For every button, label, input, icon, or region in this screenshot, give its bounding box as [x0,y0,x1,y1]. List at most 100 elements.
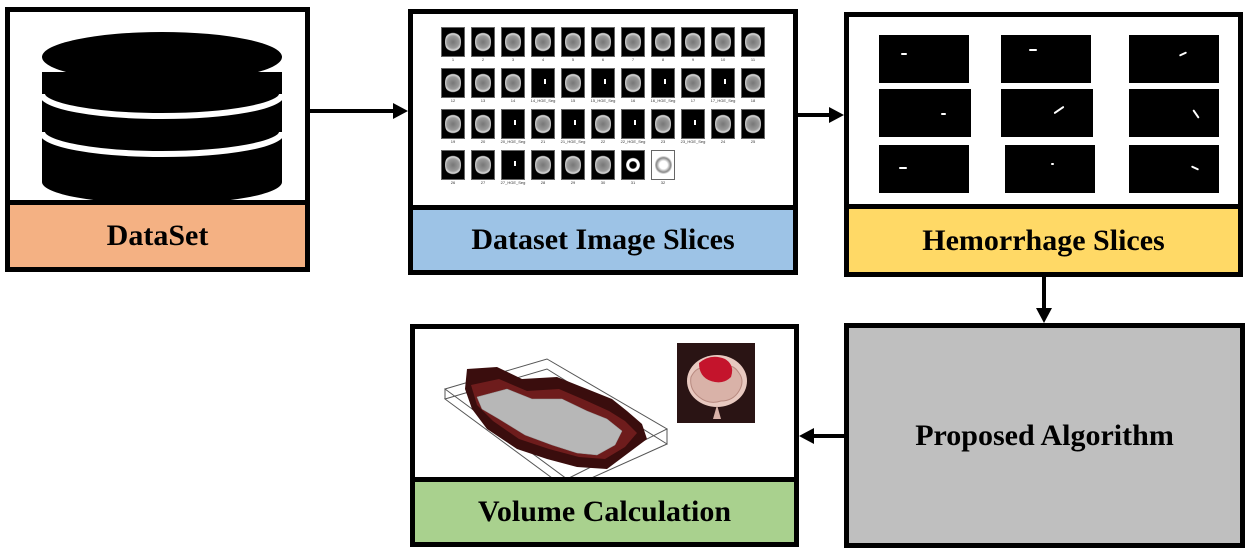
ct-slice-image [561,109,585,139]
ct-slice-image [561,27,585,57]
ct-slice-caption: 23_HGE_Seg [680,139,706,144]
hemorrhage-slice [1129,89,1219,137]
ct-slice-thumbnail: 8 [651,27,675,67]
ct-slice-caption: 4 [541,57,545,62]
database-icon [39,32,285,204]
ct-slice-caption: 11 [750,57,756,62]
ct-slice-image [531,150,555,180]
ct-slice-image [591,109,615,139]
ct-slice-caption: 32 [660,180,666,185]
grid-spacer [711,150,735,190]
ct-slice-caption: 29 [570,180,576,185]
ct-slice-thumbnail: 14_HGE_Seg [531,68,555,108]
hemorrhage-slices-box: Hemorrhage Slices [844,12,1243,277]
ct-slice-caption: 30 [600,180,606,185]
grid-spacer [741,150,765,190]
hemorrhage-slices-label: Hemorrhage Slices [849,204,1238,272]
ct-slice-caption: 15_HGE_Seg [590,98,616,103]
ct-slice-caption: 7 [631,57,635,62]
ct-slice-image [441,109,465,139]
ct-slice-thumbnail: 4 [531,27,555,67]
ct-slice-thumbnail: 21_HGE_Seg [561,109,585,149]
ct-slice-caption: 16 [630,98,636,103]
ct-slice-image [531,68,555,98]
ct-slice-caption: 28 [540,180,546,185]
ct-slice-thumbnail: 22 [591,109,615,149]
ct-slice-caption: 14 [510,98,516,103]
ct-slice-caption: 14_HGE_Seg [530,98,556,103]
ct-slice-image [471,150,495,180]
brain-hemorrhage-image [677,343,755,423]
ct-slice-image [651,109,675,139]
ct-slice-image [621,68,645,98]
ct-slice-thumbnail: 30 [591,150,615,190]
ct-slice-caption: 25 [750,139,756,144]
ct-slice-caption: 17 [690,98,696,103]
ct-slice-image [441,150,465,180]
ct-slice-image [711,68,735,98]
ct-slice-caption: 22 [600,139,606,144]
ct-slice-thumbnail: 29 [561,150,585,190]
ct-slice-image [741,68,765,98]
ct-slice-thumbnail: 13 [471,68,495,108]
ct-slice-thumbnail: 22_HGE_Seg [621,109,645,149]
ct-slice-image [651,68,675,98]
ct-slice-thumbnail: 3 [501,27,525,67]
ct-slice-image [561,68,585,98]
hemorrhage-slice [1005,145,1095,193]
ct-slice-image [591,68,615,98]
ct-slice-caption: 20 [480,139,486,144]
grid-spacer [681,150,705,190]
volume-calculation-box: Volume Calculation [410,324,799,547]
ct-slice-thumbnail: 16 [621,68,645,108]
hemorrhage-slice [1001,89,1093,137]
ct-slice-thumbnail: 15 [561,68,585,108]
ct-slice-image [681,27,705,57]
hemorrhage-slice [1129,145,1219,193]
ct-slice-thumbnail: 19 [441,109,465,149]
ct-slice-thumbnail: 17_HGE_Seg [711,68,735,108]
ct-slice-caption: 12 [450,98,456,103]
ct-slice-caption: 21_HGE_Seg [560,139,586,144]
ct-slice-image [621,109,645,139]
ct-slice-thumbnail: 7 [621,27,645,67]
arrow-dataset-to-slices [310,103,408,119]
ct-slice-caption: 13 [480,98,486,103]
ct-slice-thumbnail: 25 [741,109,765,149]
ct-slice-image [621,27,645,57]
ct-slice-thumbnail: 2 [471,27,495,67]
ct-slice-thumbnail: 12 [441,68,465,108]
ct-slice-caption: 3 [511,57,515,62]
ct-slice-image [591,27,615,57]
ct-slice-image [681,68,705,98]
ct-slice-thumbnail: 24 [711,109,735,149]
volume-calculation-label: Volume Calculation [415,477,794,542]
ct-slice-caption: 23 [660,139,666,144]
ct-slice-image [501,27,525,57]
ct-slice-thumbnail: 28 [531,150,555,190]
ct-slice-caption: 27 [480,180,486,185]
ct-slice-image [501,150,525,180]
dataset-slices-label: Dataset Image Slices [413,205,793,270]
ct-slice-thumbnail: 31 [621,150,645,190]
ct-slice-caption: 27_HGE_Seg [500,180,526,185]
dataset-box: DataSet [5,7,310,272]
hemorrhage-slice [1129,35,1219,83]
ct-slice-image [561,150,585,180]
ct-slice-image [501,68,525,98]
ct-slice-caption: 8 [661,57,665,62]
arrow-algorithm-to-volume [799,428,844,444]
ct-slice-thumbnail: 1 [441,27,465,67]
ct-slice-caption: 15 [570,98,576,103]
hemorrhage-slice [879,145,969,193]
ct-slice-thumbnail: 6 [591,27,615,67]
ct-slice-caption: 20_HGE_Seg [500,139,526,144]
ct-slice-caption: 10 [720,57,726,62]
ct-slice-thumbnail: 23_HGE_Seg [681,109,705,149]
ct-slice-caption: 19 [450,139,456,144]
ct-slice-image [741,27,765,57]
ct-slice-image [441,27,465,57]
ct-slice-caption: 18 [750,98,756,103]
ct-slice-thumbnail: 26 [441,150,465,190]
